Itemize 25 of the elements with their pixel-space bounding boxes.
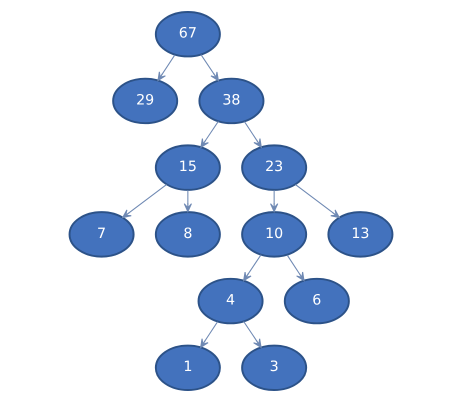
node-ellipse: 29 [112, 78, 178, 124]
arrow [183, 190, 192, 212]
arrow [242, 254, 261, 282]
arrow [244, 121, 262, 148]
arrow [200, 322, 218, 348]
arrow [156, 54, 175, 82]
node-ellipse: 1 [154, 344, 220, 391]
node-ellipse: 38 [198, 78, 264, 124]
node-ellipse: 3 [240, 344, 307, 391]
arrow [200, 121, 218, 148]
arrow [122, 184, 166, 218]
node-ellipse: 6 [283, 278, 350, 324]
node-ellipse: 7 [68, 211, 134, 258]
arrow [270, 190, 278, 212]
node-ellipse: 23 [240, 144, 307, 191]
node-ellipse: 67 [154, 11, 220, 58]
arrow [286, 254, 304, 282]
node-ellipse: 4 [197, 278, 264, 324]
arrow [294, 184, 340, 218]
node-ellipse: 8 [154, 211, 220, 258]
node-ellipse: 15 [154, 144, 220, 191]
arrow [200, 54, 218, 82]
node-ellipse: 13 [326, 211, 393, 258]
arrow [242, 321, 262, 348]
node-ellipse: 10 [240, 211, 307, 258]
